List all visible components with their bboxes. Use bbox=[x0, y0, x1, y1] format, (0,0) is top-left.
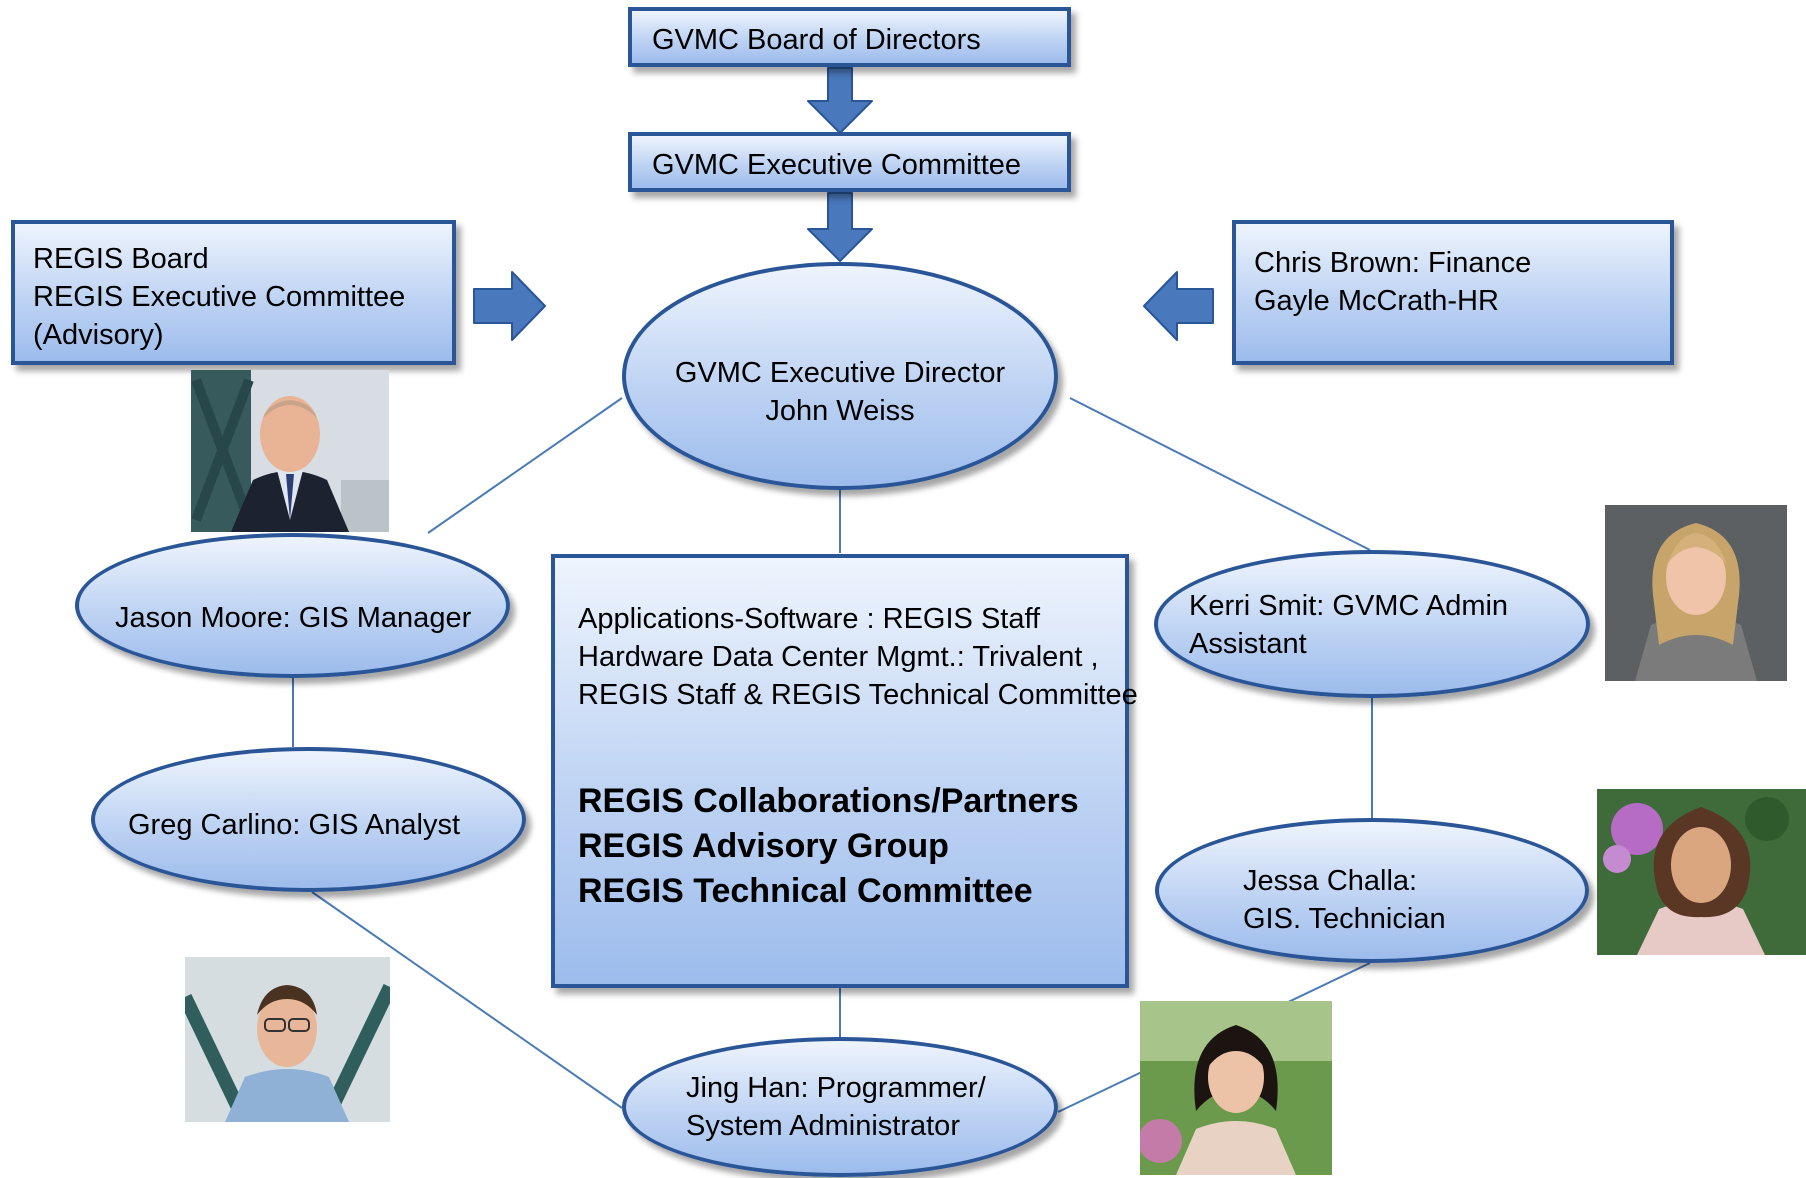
center-box: Applications-Software : REGIS Staff Hard… bbox=[551, 554, 1138, 988]
center-line: Applications-Software : REGIS Staff bbox=[578, 603, 1041, 635]
regis-board-box: REGIS Board REGIS Executive Committee (A… bbox=[11, 220, 456, 365]
board-of-directors-box: GVMC Board of Directors bbox=[628, 7, 1071, 67]
kerri-smit-line: Assistant bbox=[1189, 628, 1307, 660]
finance-hr-box: Chris Brown: Finance Gayle McCrath-HR bbox=[1232, 220, 1674, 365]
photo-jessa-challa bbox=[1597, 789, 1806, 955]
down-arrow-icon bbox=[807, 67, 873, 134]
jing-han-line: System Administrator bbox=[686, 1110, 960, 1142]
center-bold-line: REGIS Advisory Group bbox=[578, 827, 949, 865]
jing-han-ellipse: Jing Han: Programmer/ System Administrat… bbox=[622, 1037, 1058, 1177]
photo-jason-moore bbox=[191, 370, 389, 532]
jessa-challa-line: GIS. Technician bbox=[1243, 903, 1446, 935]
jessa-challa-line: Jessa Challa: bbox=[1243, 865, 1418, 897]
photo-jing-han bbox=[1140, 1001, 1332, 1175]
executive-director-title: GVMC Executive Director bbox=[674, 357, 1006, 389]
kerri-smit-line: Kerri Smit: GVMC Admin bbox=[1189, 590, 1509, 622]
center-bold-line: REGIS Technical Committee bbox=[578, 872, 1033, 910]
left-arrow-icon bbox=[1143, 271, 1214, 341]
greg-carlino-ellipse: Greg Carlino: GIS Analyst bbox=[91, 747, 526, 892]
photo-kerri-smit bbox=[1605, 505, 1787, 681]
board-of-directors-label: GVMC Board of Directors bbox=[652, 24, 981, 56]
regis-board-line: REGIS Board bbox=[33, 243, 209, 275]
connector-greg-to-jing bbox=[311, 891, 623, 1109]
right-arrow-icon bbox=[473, 271, 546, 341]
finance-hr-line: Gayle McCrath-HR bbox=[1254, 285, 1499, 317]
executive-director-name: John Weiss bbox=[765, 395, 915, 427]
jing-han-line: Jing Han: Programmer/ bbox=[686, 1072, 986, 1104]
kerri-smit-ellipse: Kerri Smit: GVMC Admin Assistant bbox=[1154, 550, 1590, 698]
connector-director-to-jason bbox=[427, 397, 623, 534]
executive-committee-box: GVMC Executive Committee bbox=[628, 132, 1071, 192]
photo-greg-carlino bbox=[185, 957, 390, 1122]
regis-board-line: (Advisory) bbox=[33, 319, 164, 351]
center-line: Hardware Data Center Mgmt.: Trivalent , bbox=[578, 641, 1099, 673]
executive-committee-label: GVMC Executive Committee bbox=[652, 149, 1022, 181]
jason-moore-ellipse: Jason Moore: GIS Manager bbox=[75, 533, 510, 678]
jessa-challa-ellipse: Jessa Challa: GIS. Technician bbox=[1155, 818, 1589, 963]
center-bold-line: REGIS Collaborations/Partners bbox=[578, 782, 1079, 820]
center-line: REGIS Staff & REGIS Technical Committee bbox=[578, 679, 1138, 711]
finance-hr-line: Chris Brown: Finance bbox=[1254, 247, 1532, 279]
regis-board-line: REGIS Executive Committee bbox=[33, 281, 406, 313]
connector-director-to-kerri bbox=[1069, 397, 1371, 551]
greg-carlino-label: Greg Carlino: GIS Analyst bbox=[128, 809, 461, 841]
jason-moore-label: Jason Moore: GIS Manager bbox=[115, 602, 472, 634]
executive-director-ellipse: GVMC Executive Director John Weiss bbox=[622, 262, 1058, 490]
down-arrow-icon bbox=[807, 192, 873, 262]
